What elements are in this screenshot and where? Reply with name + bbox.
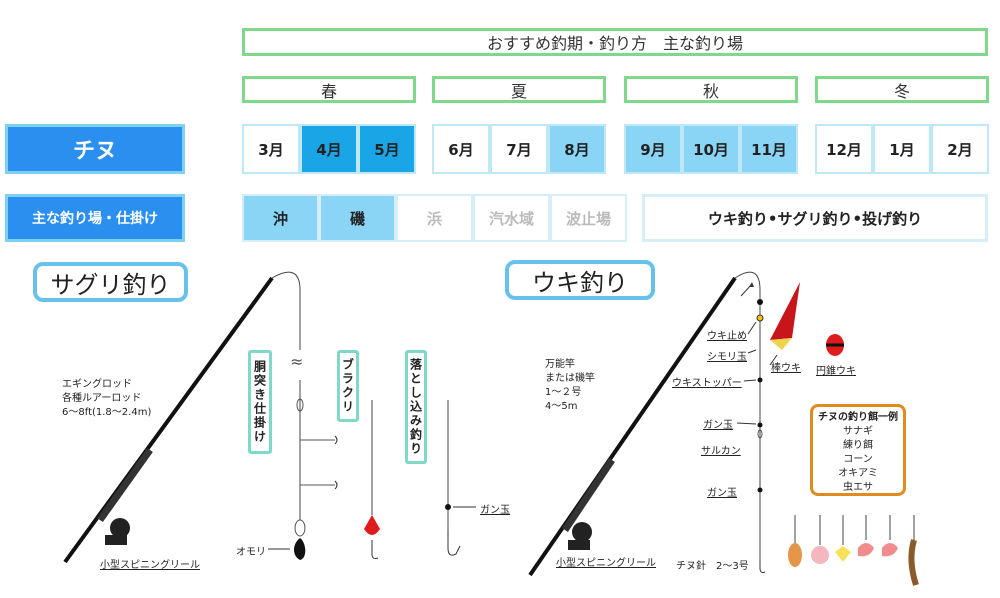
uki-rod-text: 万能竿 または磯竿 1〜２号 4〜5m: [545, 358, 595, 414]
ensuiuki-label: 円錐ウキ: [816, 366, 856, 377]
month-cell: 12月: [815, 124, 873, 174]
saguri-rod: [63, 276, 274, 564]
line-break-mark: ≈: [290, 352, 304, 371]
saguri-rod-line: エギングロッド: [62, 379, 132, 390]
season-winter: 冬: [815, 76, 989, 103]
spot-cell: 波止場: [550, 194, 627, 242]
month-cell: 7月: [490, 124, 548, 174]
month-cell: 6月: [432, 124, 490, 174]
saguri-line: [271, 271, 301, 350]
saguri-reel: [105, 518, 130, 545]
saguri-rod-line: 6〜8ft(1.8〜2.4m): [62, 407, 152, 418]
shimoridama-label: シモリ玉: [707, 352, 747, 363]
swivel: [296, 398, 304, 412]
month-cell: 8月: [548, 124, 606, 174]
uki-rod-line: 1〜２号: [545, 387, 582, 398]
bouuki-label: 棒ウキ: [771, 363, 801, 374]
uki-rod-line: 4〜5m: [545, 401, 578, 412]
omori-label: オモリ: [236, 547, 266, 558]
bait-item: 虫エサ: [843, 482, 873, 493]
gandama-shot: [445, 504, 451, 510]
uki-title: ウキ釣り: [505, 260, 655, 300]
rig-otoshikomi: 落とし込み釣り: [405, 350, 427, 464]
bait-item: コーン: [843, 454, 873, 465]
ukidome-label: ウキ止め: [707, 331, 747, 342]
bait-item: サナギ: [843, 426, 873, 437]
bait-title: チヌの釣り餌一例: [818, 412, 898, 423]
season-autumn: 秋: [624, 76, 798, 103]
methods-text: ウキ釣り•サグリ釣り•投げ釣り: [642, 194, 988, 242]
season-spring: 春: [242, 76, 416, 103]
brakuri-sinker: [364, 515, 380, 535]
uki-reel: [568, 522, 592, 550]
spot-cell: 浜: [396, 194, 473, 242]
month-cell: 4月: [300, 124, 358, 174]
bait-item: 練り餌: [843, 440, 873, 451]
ukistopper-label: ウキストッパー: [672, 378, 742, 389]
gandama1-label: ガン玉: [703, 420, 733, 431]
uki-rod-line: または磯竿: [545, 373, 595, 384]
bou-uki: [770, 282, 800, 340]
uki-reel-label: 小型スピニングリール: [556, 558, 656, 569]
saguri-rod-text: エギングロッド 各種ルアーロッド 6〜8ft(1.8〜2.4m): [62, 378, 151, 420]
season-summer: 夏: [432, 76, 606, 103]
omori-sinker: [294, 538, 306, 560]
spot-cell: 汽水域: [473, 194, 550, 242]
fish-label: チヌ: [5, 124, 185, 174]
saguri-title: サグリ釣り: [33, 262, 188, 302]
month-cell: 9月: [624, 124, 682, 174]
gandama2-label: ガン玉: [707, 488, 737, 499]
spot-cell: 磯: [319, 194, 396, 242]
hook: [447, 530, 461, 556]
month-cell: 10月: [682, 124, 740, 174]
rig-dotsuki: 胴突き仕掛け: [248, 350, 272, 454]
bait-item: オキアミ: [838, 468, 878, 479]
rig-burakuri: ブラクリ: [337, 350, 359, 422]
spots-label: 主な釣り場・仕掛け: [5, 194, 185, 242]
month-cell: 5月: [358, 124, 416, 174]
month-cell: 3月: [242, 124, 300, 174]
month-cell: 11月: [740, 124, 798, 174]
gandama-label: ガン玉: [480, 505, 510, 516]
sarukan-label: サルカン: [701, 446, 741, 457]
uki-rod-line: 万能竿: [545, 359, 575, 370]
saguri-rod-line: 各種ルアーロッド: [62, 393, 142, 404]
month-cell: 1月: [873, 124, 931, 174]
spot-cell: 沖: [242, 194, 319, 242]
header-title: おすすめ釣期・釣り方 主な釣り場: [242, 28, 988, 56]
saguri-reel-label: 小型スピニングリール: [100, 560, 200, 571]
bait-box: チヌの釣り餌一例 サナギ 練り餌 コーン オキアミ 虫エサ: [810, 404, 906, 496]
hook-label: チヌ針 2〜3号: [676, 561, 749, 572]
bait-illustrations: [788, 515, 919, 586]
month-cell: 2月: [931, 124, 989, 174]
uki-line: [734, 271, 761, 560]
